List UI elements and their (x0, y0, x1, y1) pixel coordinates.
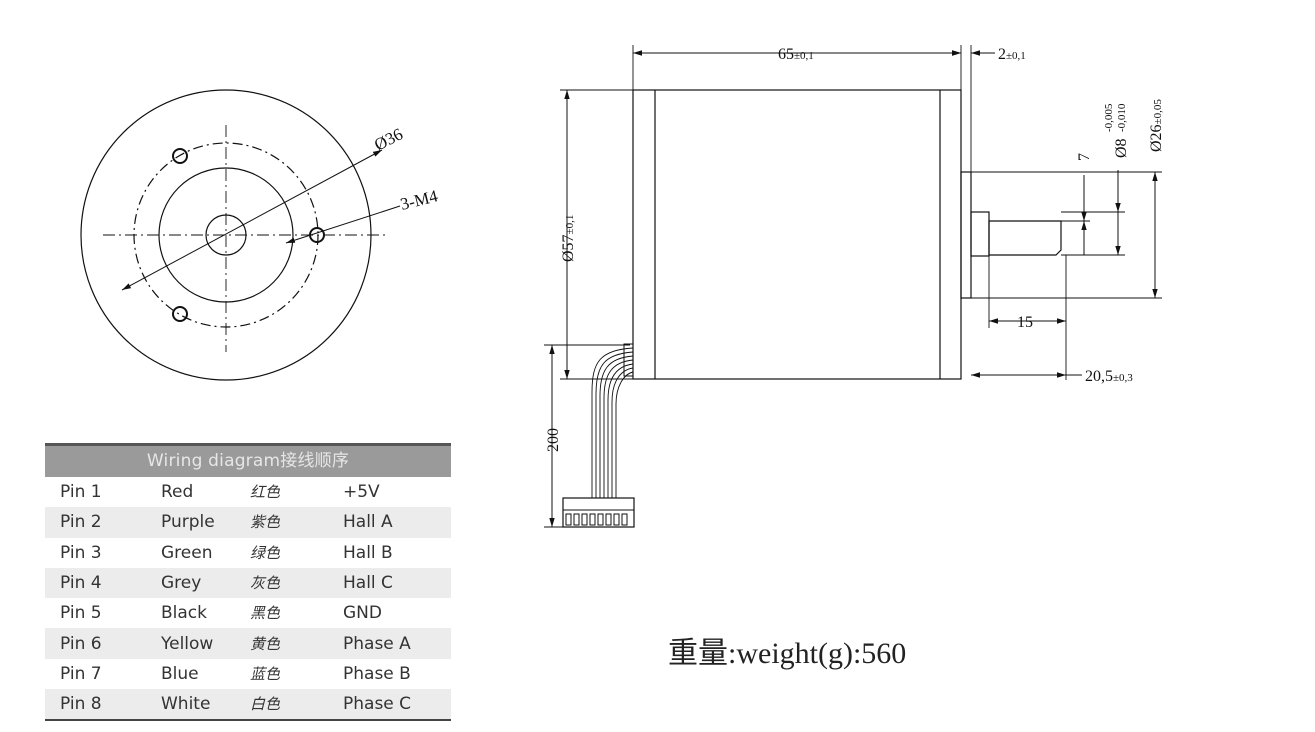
color-cell: White (161, 689, 250, 721)
color-cell: Yellow (161, 628, 250, 659)
m4-leader (285, 205, 401, 244)
table-row: Pin 1 Red 红色 +5V (45, 477, 451, 507)
signal-cell: +5V (343, 482, 380, 503)
front-view (80, 89, 401, 381)
pin-cell: Pin 5 (60, 603, 102, 624)
pin-cell: Pin 3 (60, 542, 102, 563)
shaft-base (970, 211, 990, 257)
dim-2-label: 2±0,1 (998, 46, 1026, 63)
color-cn-cell: 紫色 (250, 507, 343, 538)
shaft (988, 220, 1062, 256)
dim-15-label: 15 (1017, 314, 1033, 331)
color-cell: Green (161, 542, 213, 563)
signal-cell: Hall B (343, 542, 393, 563)
diameter-36-leader (121, 149, 383, 291)
diameter-36-label: Ø36 (371, 124, 406, 154)
color-cell: Red (161, 482, 194, 503)
wiring-table-title: Wiring diagram接线顺序 (45, 443, 451, 477)
signal-cell: GND (343, 603, 382, 624)
connector-pins (565, 513, 628, 526)
dim-8-label: Ø8 (1113, 138, 1130, 158)
signal-cell: Phase C (343, 689, 451, 721)
cable-bundle (591, 347, 634, 498)
dim-200-label: 200 (545, 428, 562, 452)
color-cn-cell: 黑色 (250, 604, 281, 623)
color-cn-cell: 红色 (250, 483, 281, 502)
pin-cell: Pin 6 (45, 628, 161, 659)
table-row: Pin 7 Blue 蓝色 Phase B (45, 659, 451, 689)
dim-65-label: 65±0,1 (778, 46, 814, 63)
dim-57-label: Ø57±0,1 (560, 215, 577, 262)
color-cell: Black (161, 603, 207, 624)
dim-7-label: 7 (1076, 153, 1093, 161)
color-cn-cell: 蓝色 (250, 664, 281, 683)
flange (960, 171, 972, 299)
color-cn-cell: 灰色 (250, 567, 343, 599)
pin-cell: Pin 1 (60, 482, 102, 503)
dim-8-tol-upper: -0,005 (1103, 103, 1115, 132)
motor-body (632, 89, 962, 380)
side-view (544, 45, 1162, 528)
pin-cell: Pin 2 (45, 507, 161, 538)
thread-3-m4-label: 3-M4 (398, 186, 440, 214)
dim-8-tol-lower: -0,010 (1116, 103, 1128, 132)
signal-cell: Hall C (343, 567, 451, 599)
pin-cell: Pin 7 (60, 663, 102, 684)
pin-cell: Pin 4 (45, 567, 161, 599)
mount-hole-bottom (172, 306, 188, 322)
color-cell: Grey (161, 567, 250, 599)
weight-label: 重量:weight(g):560 (668, 637, 907, 670)
color-cn-cell: 绿色 (250, 543, 281, 562)
signal-cell: Phase B (343, 663, 411, 684)
signal-cell: Hall A (343, 507, 451, 538)
color-cn-cell: 白色 (250, 689, 343, 721)
cable-sleeve (623, 343, 634, 377)
pin-cell: Pin 8 (45, 689, 161, 721)
signal-cell: Phase A (343, 628, 451, 659)
color-cell: Blue (161, 663, 199, 684)
dim-26-label: Ø26±0,05 (1148, 99, 1165, 152)
table-row: Pin 5 Black 黑色 GND (45, 598, 451, 628)
dim-20-5-label: 20,5±0,3 (1085, 368, 1133, 385)
color-cn-cell: 黄色 (250, 628, 343, 659)
table-row: Pin 3 Green 绿色 Hall B (45, 538, 451, 568)
color-cell: Purple (161, 507, 250, 538)
connector (562, 497, 635, 528)
